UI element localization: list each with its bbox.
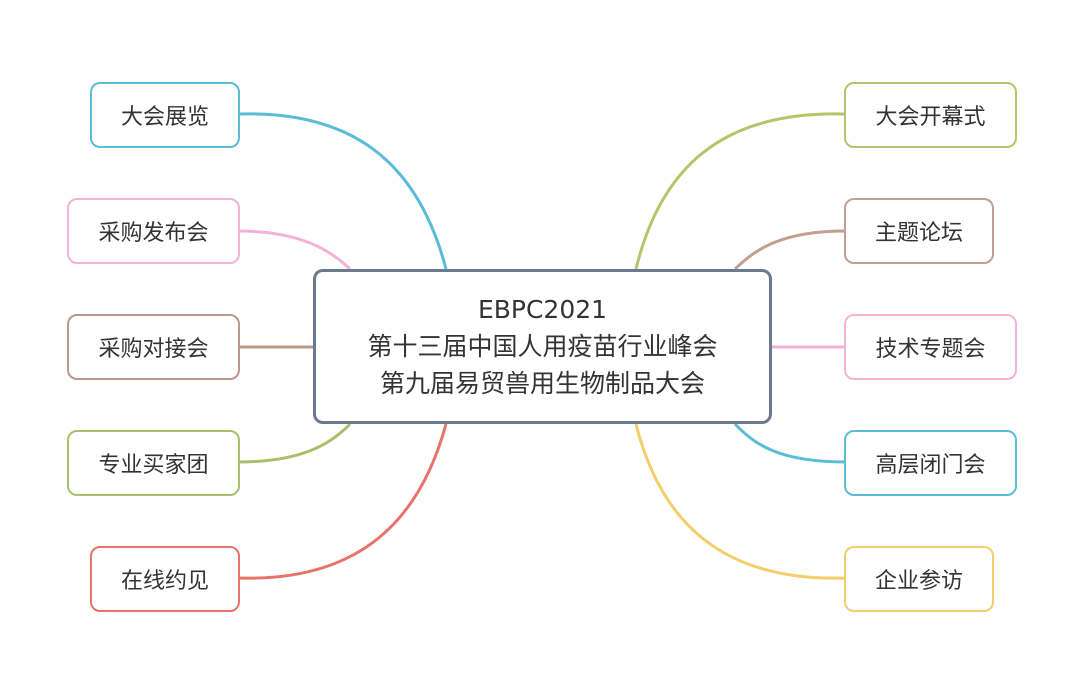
node-label: 主题论坛 xyxy=(874,221,963,246)
central-topic[interactable]: EBPC2021 第十三届中国人用疫苗行业峰会 第九届易贸兽用生物制品大会 xyxy=(313,269,772,424)
node-theme-forum[interactable]: 主题论坛 xyxy=(844,198,994,264)
node-label: 大会展览 xyxy=(120,105,209,130)
node-label: 在线约见 xyxy=(120,569,209,594)
node-procurement-release[interactable]: 采购发布会 xyxy=(67,198,240,264)
connector-left-3 xyxy=(237,422,352,464)
node-label: 企业参访 xyxy=(874,569,963,594)
node-buyer-group[interactable]: 专业买家团 xyxy=(67,430,240,496)
node-exhibition[interactable]: 大会展览 xyxy=(90,82,240,148)
node-label: 采购对接会 xyxy=(98,337,209,362)
connector-right-1 xyxy=(733,229,847,271)
connector-right-4 xyxy=(634,423,847,580)
connector-left-1 xyxy=(237,229,352,271)
central-topic-line-3: 第九届易贸兽用生物制品大会 xyxy=(379,369,705,398)
central-topic-line-2: 第十三届中国人用疫苗行业峰会 xyxy=(367,332,718,361)
node-label: 采购发布会 xyxy=(98,221,209,246)
node-online-meeting[interactable]: 在线约见 xyxy=(90,546,240,612)
connector-left-4 xyxy=(237,423,448,580)
connector-right-0 xyxy=(634,112,847,270)
node-technical-session[interactable]: 技术专题会 xyxy=(844,314,1017,380)
node-label: 专业买家团 xyxy=(98,453,209,478)
connector-right-3 xyxy=(733,422,847,464)
node-procurement-matchmaking[interactable]: 采购对接会 xyxy=(67,314,240,380)
central-topic-line-1: EBPC2021 xyxy=(477,295,608,324)
node-label: 技术专题会 xyxy=(875,337,986,362)
node-label: 大会开幕式 xyxy=(875,105,986,130)
node-company-visit[interactable]: 企业参访 xyxy=(844,546,994,612)
node-opening-ceremony[interactable]: 大会开幕式 xyxy=(844,82,1017,148)
node-label: 高层闭门会 xyxy=(875,453,986,478)
node-executive-closed-meeting[interactable]: 高层闭门会 xyxy=(844,430,1017,496)
connector-left-0 xyxy=(237,112,448,270)
